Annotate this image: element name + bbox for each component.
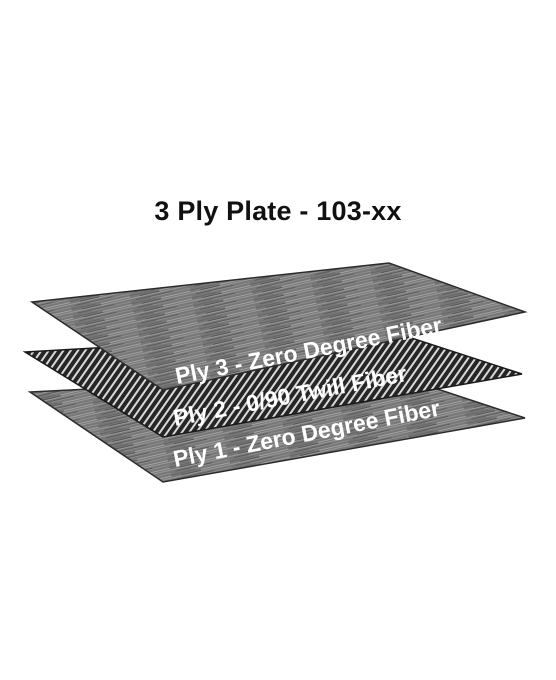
diagram-title: 3 Ply Plate - 103-xx bbox=[154, 196, 402, 226]
ply-3-sheet bbox=[29, 262, 528, 391]
